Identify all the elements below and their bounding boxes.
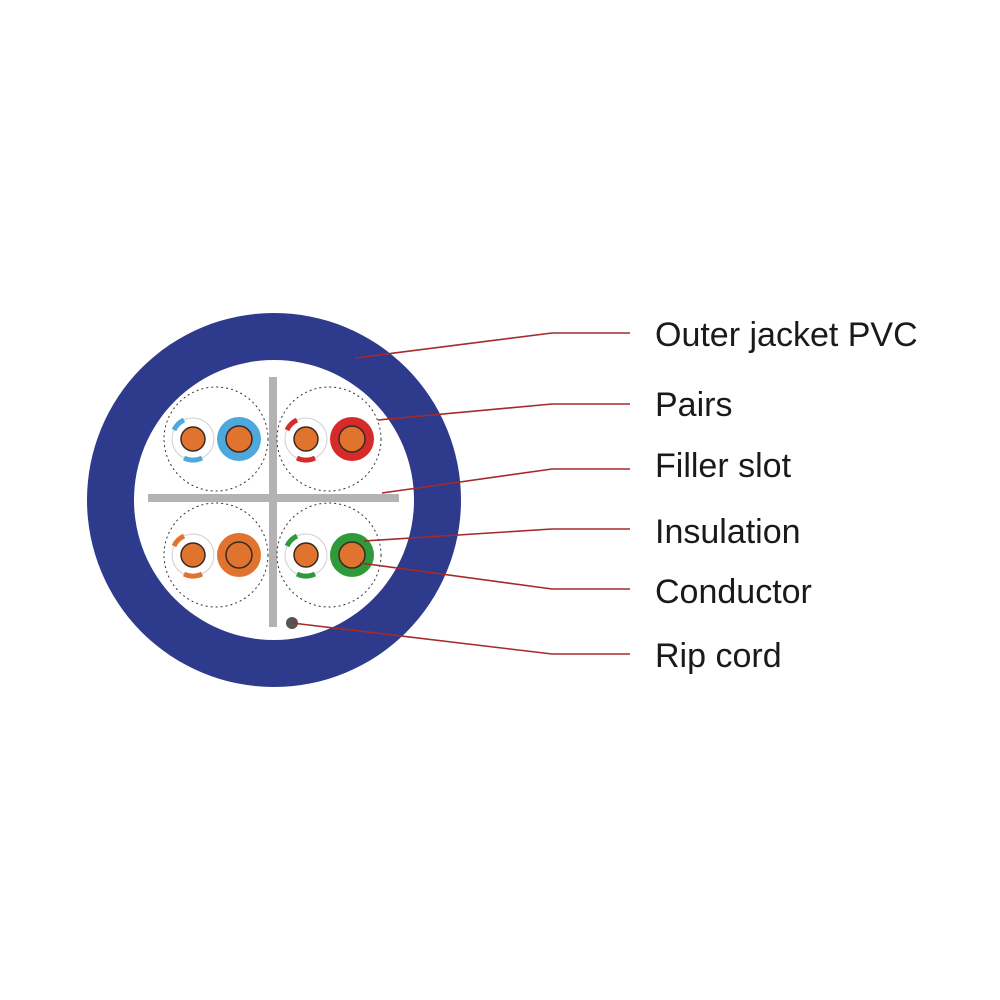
label-filler-slot: Filler slot (655, 447, 792, 485)
pair-boundary (276, 386, 382, 492)
leader-lines (291, 332, 630, 655)
label-insulation: Insulation (655, 513, 801, 551)
label-outer-jacket: Outer jacket PVC (655, 316, 918, 354)
conductor (293, 426, 319, 452)
green-pair (276, 502, 382, 608)
label-conductor: Conductor (655, 573, 812, 611)
insulation-stripe (182, 455, 204, 463)
conductor (225, 541, 253, 569)
leader-line-conductor (359, 562, 630, 590)
blue-pair (163, 386, 269, 492)
insulation-stripe (295, 455, 317, 463)
insulation-stripe (284, 533, 299, 548)
orange-pair (163, 502, 269, 608)
conductor (293, 542, 319, 568)
leader-line-insulation (363, 528, 630, 542)
insulation-stripe (295, 571, 317, 579)
conductor (338, 541, 366, 569)
leader-line-outer-jacket (354, 332, 630, 359)
pair-boundary (163, 502, 269, 608)
leader-line-pairs (377, 403, 630, 421)
callout-labels: Outer jacket PVC Pairs Filler slot Insul… (655, 316, 918, 675)
label-rip-cord: Rip cord (655, 637, 782, 675)
pair-boundary (276, 502, 382, 608)
filler-cross (148, 377, 399, 627)
leader-line-filler-slot (381, 468, 630, 494)
conductor (225, 425, 253, 453)
twisted-pairs (163, 386, 382, 608)
insulation-stripe (171, 533, 186, 548)
leader-line-rip-cord (291, 622, 630, 655)
red-pair (276, 386, 382, 492)
conductor (338, 425, 366, 453)
label-pairs: Pairs (655, 386, 732, 424)
conductor (180, 542, 206, 568)
pair-boundary (163, 386, 269, 492)
insulation-stripe (171, 417, 186, 432)
insulation-stripe (284, 417, 299, 432)
conductor (180, 426, 206, 452)
filler-horizontal (148, 494, 399, 502)
insulation-stripe (182, 571, 204, 579)
